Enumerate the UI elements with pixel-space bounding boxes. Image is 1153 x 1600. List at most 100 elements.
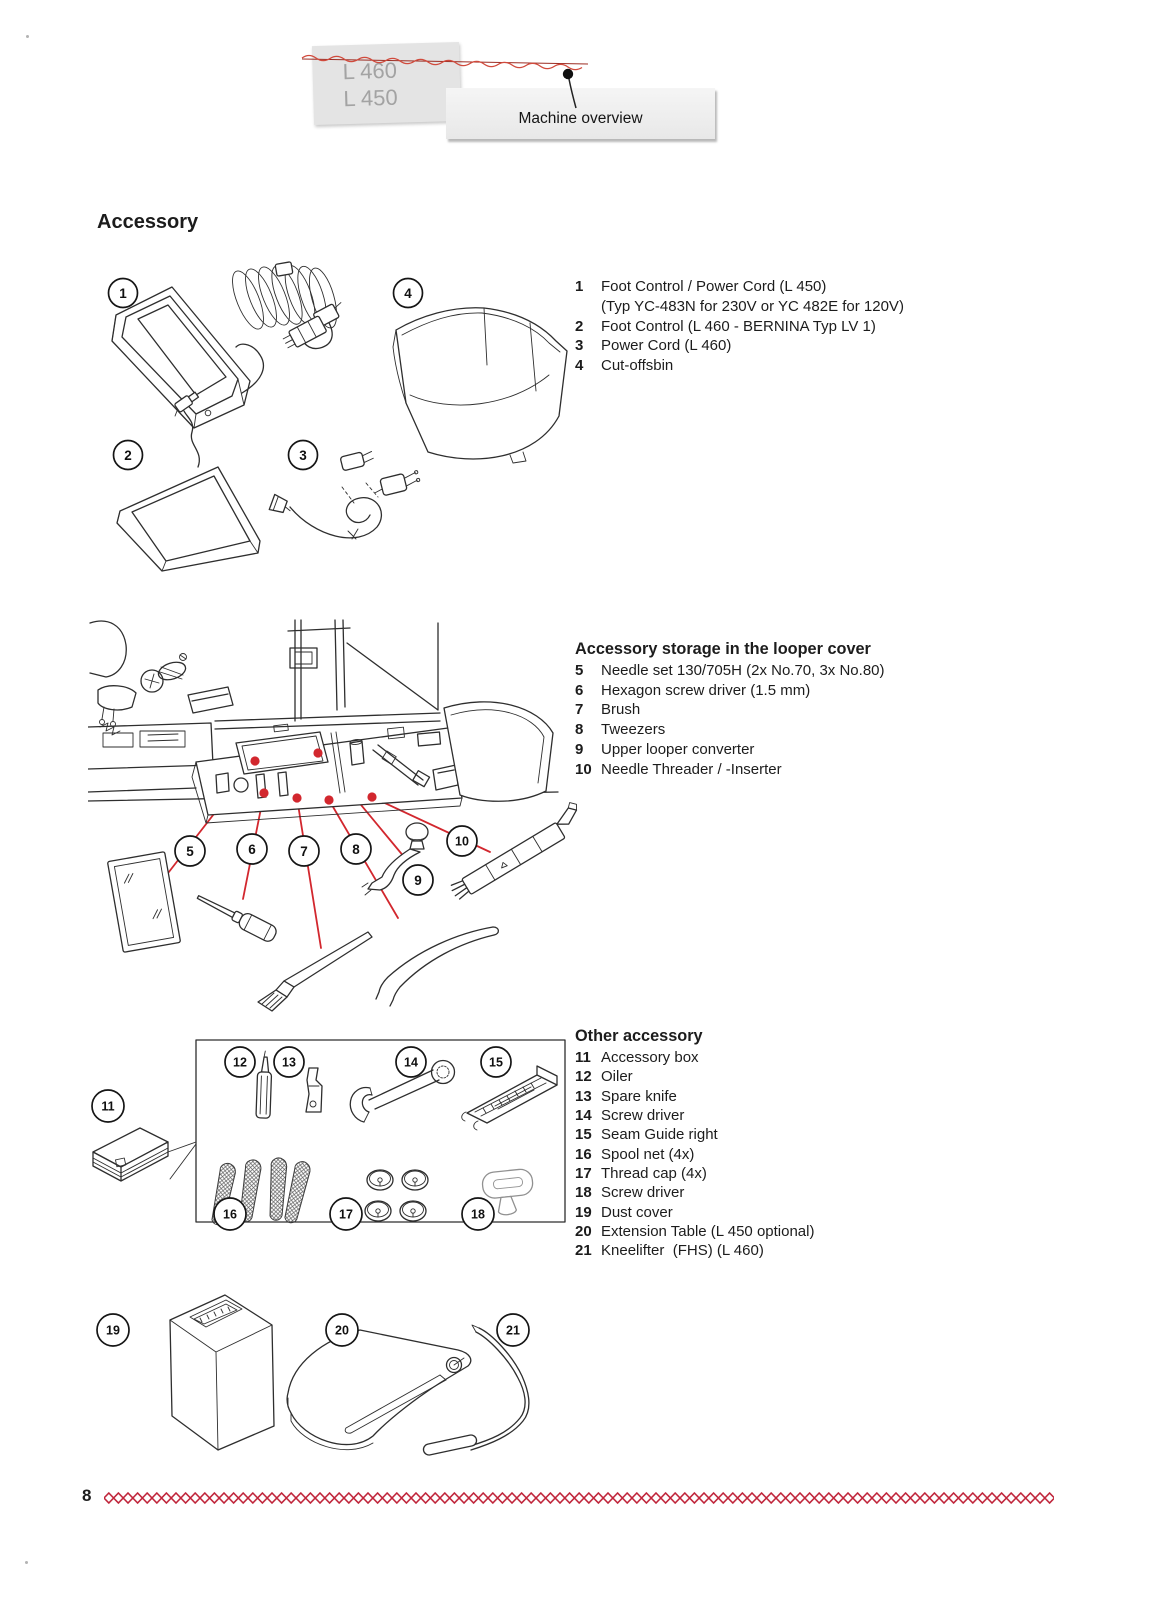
page-title: Accessory (97, 211, 199, 233)
svg-text:10: 10 (455, 835, 469, 849)
brush-drawing (257, 931, 373, 1012)
callout-1: 1 (107, 277, 139, 309)
upper-looper-converter-drawing (361, 822, 429, 896)
foot-control-1-drawing (111, 286, 265, 429)
svg-text:12: 12 (233, 1056, 247, 1070)
svg-text:21: 21 (506, 1324, 520, 1338)
callout-3: 3 (287, 439, 319, 471)
svg-text:13: 13 (282, 1056, 296, 1070)
model-name-2: L 450 (343, 84, 398, 112)
wrench-drawing (349, 1059, 456, 1123)
callout-18: 18 (461, 1197, 495, 1231)
svg-text:5: 5 (186, 844, 194, 859)
looper-cover-flap-drawing (443, 701, 554, 802)
svg-text:6: 6 (248, 842, 256, 857)
accessory-box-drawing (92, 1127, 197, 1182)
stitch-border-decoration (104, 1490, 1054, 1506)
page-number: 8 (82, 1486, 92, 1505)
flat-screwdriver-drawing (481, 1168, 534, 1216)
callout-21: 21 (496, 1313, 530, 1347)
chapter-tab-card: Machine overview (446, 88, 715, 139)
svg-text:8: 8 (352, 842, 360, 857)
oiler-drawing (255, 1050, 273, 1119)
dust-cover-drawing (169, 1294, 275, 1451)
callout-9: 9 (402, 864, 434, 896)
seam-guide-drawing (461, 1065, 558, 1131)
tweezers-drawing (375, 926, 500, 1007)
svg-text:16: 16 (223, 1208, 237, 1222)
section-title: Accessory storage in the looper cover (575, 640, 871, 658)
section-title: Other accessory (575, 1027, 703, 1045)
svg-text:7: 7 (300, 844, 308, 859)
svg-text:18: 18 (471, 1208, 485, 1222)
svg-text:20: 20 (335, 1324, 349, 1338)
pin-icon (562, 68, 577, 109)
callout-20: 20 (325, 1313, 359, 1347)
callout-19: 19 (96, 1313, 130, 1347)
svg-text:2: 2 (124, 448, 132, 463)
callout-12: 12 (224, 1046, 256, 1078)
foot-control-2-drawing (116, 391, 261, 572)
callout-13: 13 (273, 1046, 305, 1078)
callout-15: 15 (480, 1046, 512, 1078)
svg-text:1: 1 (119, 286, 127, 301)
kneelifter-drawing (422, 1324, 530, 1456)
svg-text:14: 14 (404, 1056, 418, 1070)
cut-off-bin-drawing (392, 307, 568, 464)
extension-table-drawing (286, 1329, 472, 1451)
chapter-tab-label: Machine overview (518, 109, 643, 127)
needle-set-drawing (107, 851, 181, 953)
svg-text:15: 15 (489, 1056, 503, 1070)
list-item: (Typ YC-483N for 230V or YC 482E for 120… (601, 297, 904, 315)
callout-6: 6 (236, 833, 268, 865)
svg-text:17: 17 (339, 1208, 353, 1222)
svg-text:11: 11 (101, 1100, 114, 1114)
page-speck-bottom (25, 1561, 28, 1564)
callout-14: 14 (395, 1046, 427, 1078)
storage-position-dots (250, 748, 377, 805)
callout-4: 4 (392, 277, 424, 309)
page-speck-top (26, 35, 29, 38)
figure-other-accessories-box: 11 12 13 14 (91, 1039, 566, 1231)
svg-text:3: 3 (299, 448, 307, 463)
callout-7: 7 (288, 835, 320, 867)
callout-5: 5 (174, 835, 206, 867)
looper-cover-door-drawing (191, 723, 463, 824)
svg-text:9: 9 (414, 873, 422, 888)
svg-text:19: 19 (106, 1324, 120, 1338)
callout-17: 17 (329, 1197, 363, 1231)
callout-16: 16 (213, 1197, 247, 1231)
callout-2: 2 (112, 439, 144, 471)
hexagon-screwdriver-drawing (196, 895, 277, 942)
callout-8: 8 (340, 833, 372, 865)
callout-10: 10 (446, 825, 478, 857)
figure-cover-table-kneelifter: 19 20 21 (96, 1294, 530, 1456)
stitch-line-decoration (301, 54, 589, 71)
figure-looper-cover-storage: 5 6 7 8 9 10 (88, 619, 578, 1012)
